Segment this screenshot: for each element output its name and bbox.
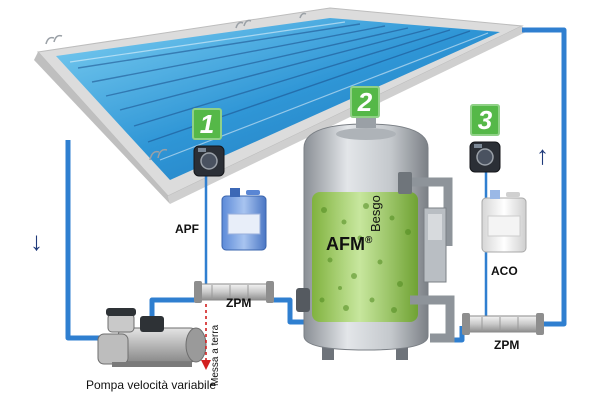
aco-label: ACO <box>491 264 518 278</box>
step-badge-3: 3 <box>470 104 500 136</box>
pool-ladders <box>45 12 307 161</box>
pump-label: Pompa velocità variabile <box>86 378 217 392</box>
afm-brand-label: AFM® <box>326 234 372 255</box>
zpm-unit-right <box>462 313 544 335</box>
swimming-pool <box>34 7 526 204</box>
lane-lines <box>77 23 471 143</box>
variable-speed-pump <box>97 308 207 367</box>
zpm-label-left: ZPM <box>226 296 252 310</box>
step-badge-1: 1 <box>192 108 222 140</box>
dosing-pump-1 <box>193 145 225 177</box>
flow-down-arrow-icon: ↓ <box>30 226 43 256</box>
apf-canister <box>221 188 267 251</box>
pump-to-zpm-pipe <box>149 297 196 320</box>
flow-up-arrow-icon: ↑ <box>536 140 549 170</box>
dosing-pump-3 <box>469 141 501 173</box>
afm-text: AFM <box>326 234 365 254</box>
besgo-label: Besgo <box>368 195 383 232</box>
step-number: 2 <box>357 86 373 117</box>
zpm-unit-left <box>194 281 274 303</box>
apf-label: APF <box>175 222 199 236</box>
step-badge-2: 2 <box>350 86 380 118</box>
step-number: 3 <box>477 104 493 135</box>
filter-media-granules <box>319 203 411 313</box>
registered-mark: ® <box>365 235 373 246</box>
supply-pipe-right <box>522 27 567 327</box>
aco-canister <box>481 190 527 253</box>
besgo-valve-assembly <box>296 172 455 343</box>
zpm-label-right: ZPM <box>494 338 520 352</box>
zpm-to-filter-pipe <box>270 297 312 325</box>
return-pipe-left <box>65 140 112 341</box>
afm-filter-tank <box>303 118 429 360</box>
ground-wire <box>201 304 211 370</box>
step-number: 1 <box>199 108 215 139</box>
ground-label: Messa a terra <box>210 324 221 386</box>
